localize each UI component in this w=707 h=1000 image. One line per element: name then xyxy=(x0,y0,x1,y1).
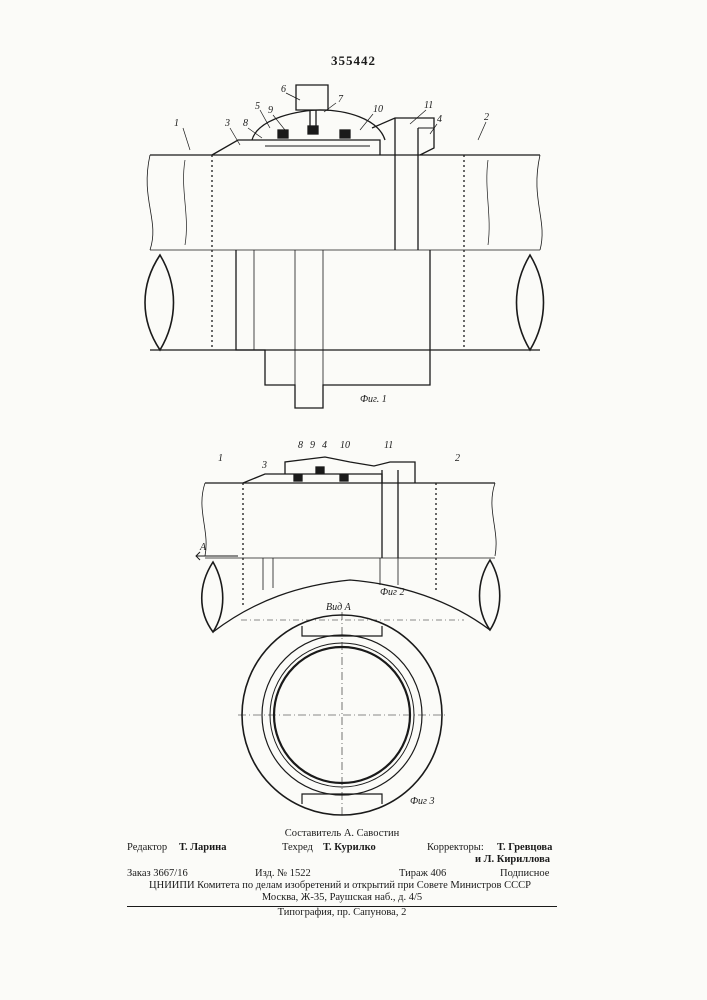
fig1-seal-left xyxy=(278,130,288,138)
imprint-techred-name: Т. Курилко xyxy=(323,842,376,854)
fig2-caption: Фиг 2 xyxy=(380,587,404,598)
fig1-bolt-head xyxy=(296,85,328,110)
fig2-right-ellipse xyxy=(480,560,500,630)
fig1-sleeve-3 xyxy=(212,140,380,155)
fig1-label-1: 1 xyxy=(174,118,179,129)
figure-3-drawing xyxy=(238,612,464,818)
fig1-label-3: 3 xyxy=(224,118,230,129)
fig1-wedge-11 xyxy=(395,118,418,250)
imprint-techred-label: Техред xyxy=(282,842,313,854)
imprint-corrector-2: и Л. Кириллова xyxy=(475,854,550,866)
fig1-left-break-top xyxy=(147,155,153,250)
fig2-sleeve xyxy=(243,474,382,483)
fig1-label-5: 5 xyxy=(255,101,260,112)
fig1-label-9: 9 xyxy=(268,105,273,116)
fig1-pipe1-hatch xyxy=(184,160,187,245)
fig1-flange-lines xyxy=(295,250,323,385)
fig2-label-10: 10 xyxy=(340,440,350,451)
fig1-seal-mid xyxy=(308,126,318,134)
imprint-order: Заказ 3667/16 xyxy=(127,868,188,880)
imprint-printer: Типография, пр. Сапунова, 2 xyxy=(127,907,557,919)
fig2-label-4: 4 xyxy=(322,440,327,451)
imprint-edition: Изд. № 1522 xyxy=(255,868,311,880)
fig1-label-6: 6 xyxy=(281,84,286,95)
imprint-editor-name: Т. Ларина xyxy=(179,842,226,854)
fig1-left-break-ellipse xyxy=(145,255,174,350)
imprint-compiler: Составитель А. Савостин xyxy=(127,828,557,840)
fig2-view-marker: А xyxy=(199,542,207,553)
fig1-housing-inner xyxy=(418,128,434,148)
fig2-label-9: 9 xyxy=(310,440,315,451)
imprint-corrector-1: Т. Гревцова xyxy=(497,842,552,854)
fig1-housing-11 xyxy=(372,118,434,155)
fig1-label-4: 4 xyxy=(437,114,442,125)
fig1-caption: Фиг. 1 xyxy=(360,394,387,405)
fig2-label-1: 1 xyxy=(218,453,223,464)
fig1-label-8: 8 xyxy=(243,118,248,129)
fig1-right-break-ellipse xyxy=(517,255,544,350)
imprint-block: Составитель А. Савостин Редактор Т. Лари… xyxy=(127,828,557,919)
fig1-label-11: 11 xyxy=(424,100,433,111)
fig1-label-10: 10 xyxy=(373,104,383,115)
fig1-label-7: 7 xyxy=(338,94,344,105)
fig1-bolt-stem xyxy=(310,110,316,126)
fig3-caption: Фиг 3 xyxy=(410,796,434,807)
imprint-address: Москва, Ж-35, Раушская наб., д. 4/5 xyxy=(127,892,557,904)
fig2-left-ellipse xyxy=(202,562,223,632)
fig2-label-3: 3 xyxy=(261,460,267,471)
fig2-label-11: 11 xyxy=(384,440,393,451)
imprint-circulation: Тираж 406 xyxy=(399,868,446,880)
fig2-label-8: 8 xyxy=(298,440,303,451)
fig1-seal-right xyxy=(340,130,350,138)
imprint-subscription: Подписное xyxy=(500,868,549,880)
fig1-label-2: 2 xyxy=(484,112,489,123)
fig2-nut xyxy=(285,457,415,483)
fig1-right-break-top xyxy=(537,155,542,250)
fig2-label-2: 2 xyxy=(455,453,460,464)
fig1-coupling-lower xyxy=(236,250,430,408)
imprint-editor-label: Редактор xyxy=(127,842,167,854)
imprint-institute: ЦНИИПИ Комитета по делам изобретений и о… xyxy=(123,880,557,892)
fig3-view-title: Вид А xyxy=(326,602,352,613)
fig2-cut-arc xyxy=(213,580,490,632)
imprint-correctors-label: Корректоры: xyxy=(427,842,484,854)
fig1-pipe2-hatch xyxy=(487,160,489,245)
